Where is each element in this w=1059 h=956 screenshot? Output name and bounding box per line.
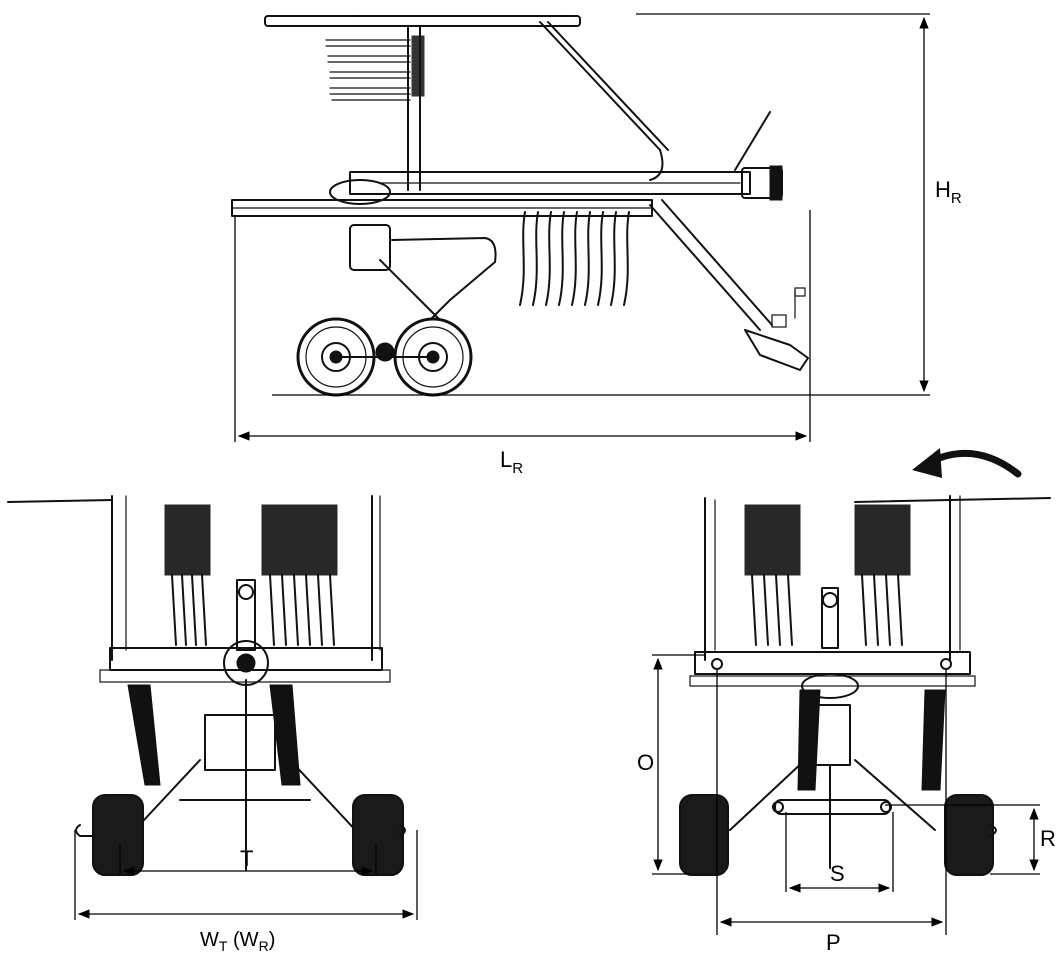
p-dimension-label: P (826, 930, 841, 955)
length-dimension-label: LR (500, 447, 523, 477)
r-dimension-label: R (1040, 826, 1056, 851)
width-dimension-label: WT (WR) (200, 929, 275, 954)
rear-view-working-drawing (679, 495, 1051, 876)
height-dimension-label: HR (935, 177, 962, 207)
track-dimension-label: T (240, 846, 253, 871)
side-view-drawing (231, 15, 809, 397)
rotate-arrow-icon (912, 448, 1022, 478)
s-dimension-label: S (830, 861, 845, 886)
rear-view-transport-drawing (7, 495, 406, 876)
o-dimension-label: O (637, 750, 654, 775)
